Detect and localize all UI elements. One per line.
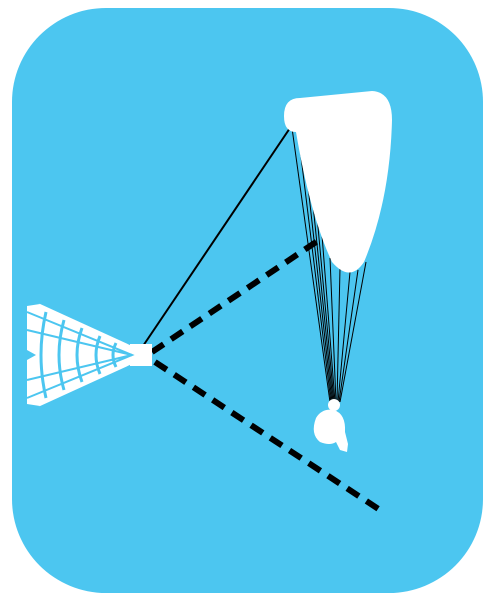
winch-net — [26, 296, 135, 414]
canopy-shape — [284, 91, 392, 273]
icon-graphic — [26, 91, 392, 513]
dashed-line-upper — [150, 235, 324, 355]
pilot-figure — [313, 399, 348, 452]
dashed-line-lower — [153, 359, 382, 513]
paraglider-tow-launch-icon — [12, 8, 483, 593]
tow-line — [142, 127, 291, 347]
winch-box — [130, 344, 152, 366]
